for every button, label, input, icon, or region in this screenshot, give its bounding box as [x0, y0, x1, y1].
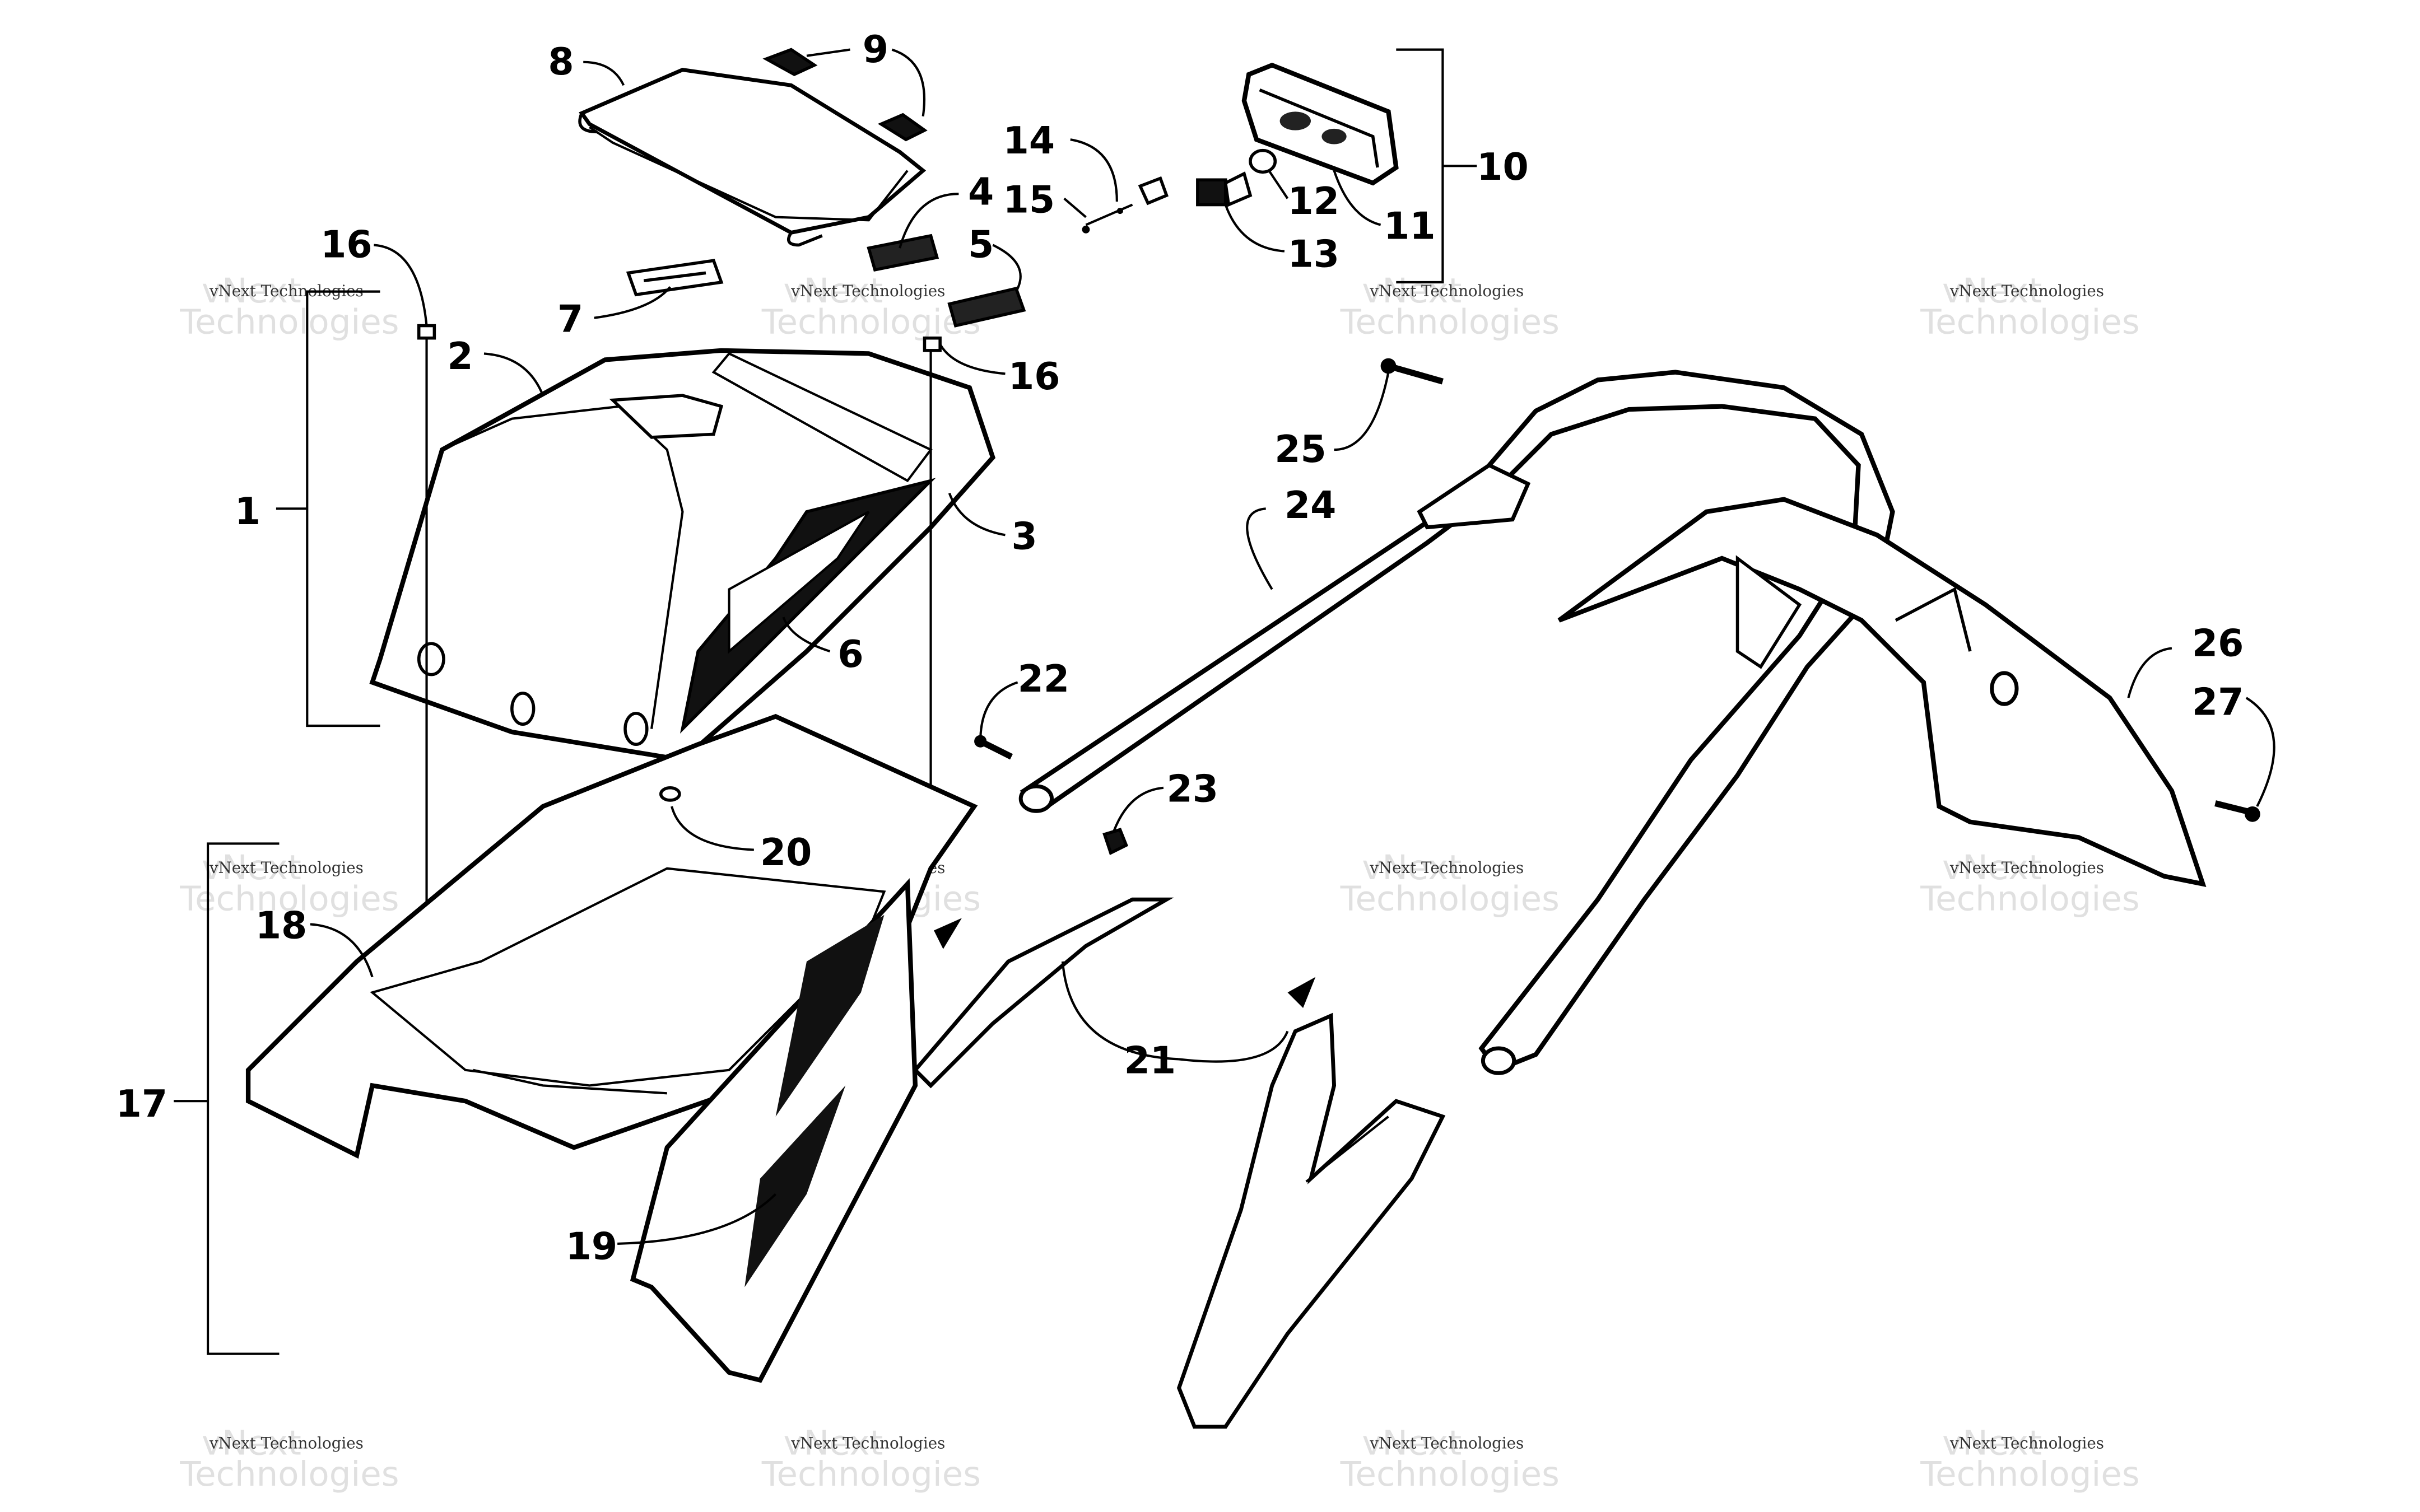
- svg-text:Technologies: Technologies: [179, 302, 399, 342]
- callout-12: 12: [1287, 179, 1339, 223]
- svg-text:vNext Technologies: vNext Technologies: [1369, 858, 1524, 877]
- callout-2: 2: [447, 334, 473, 378]
- watermark-c: vNext Technologies vNext Technologies: [1340, 271, 1560, 342]
- part-9-clips: [762, 48, 928, 142]
- svg-text:vNext: vNext: [783, 271, 883, 311]
- callout-11: 11: [1384, 204, 1435, 248]
- svg-text:vNext: vNext: [202, 848, 301, 888]
- callout-5: 5: [968, 223, 994, 267]
- svg-text:Technologies: Technologies: [1340, 302, 1560, 342]
- part-13-socket: [1196, 171, 1253, 207]
- arrow-1: [934, 918, 962, 949]
- svg-text:vNext Technologies: vNext Technologies: [209, 858, 364, 877]
- callout-16-right: 16: [1008, 354, 1060, 398]
- callout-6: 6: [837, 632, 863, 676]
- part-19-side-panel: [630, 878, 918, 1383]
- callout-10: 10: [1477, 145, 1528, 189]
- watermark-l: vNext Technologies vNext Technologies: [1920, 1424, 2139, 1494]
- part-25-bolt: [1380, 358, 1444, 385]
- callout-27: 27: [2192, 680, 2244, 724]
- callout-4: 4: [968, 170, 994, 214]
- watermark-g: vNext Technologies vNext Technologies: [1340, 848, 1560, 918]
- watermark-e: vNext Technologies vNext Technologies: [179, 848, 399, 918]
- svg-text:vNext Technologies: vNext Technologies: [1949, 1434, 2104, 1452]
- svg-text:Technologies: Technologies: [179, 1454, 399, 1494]
- svg-text:vNext Technologies: vNext Technologies: [209, 1434, 364, 1452]
- part-5-decal: [947, 286, 1026, 328]
- svg-text:Technologies: Technologies: [1340, 1454, 1560, 1494]
- svg-text:vNext Technologies: vNext Technologies: [1369, 1434, 1524, 1452]
- svg-text:vNext: vNext: [1942, 1424, 2042, 1463]
- svg-text:vNext Technologies: vNext Technologies: [790, 282, 945, 300]
- part-12-bulb: [1249, 148, 1277, 174]
- part-22-bolt: [974, 735, 1013, 760]
- svg-text:Technologies: Technologies: [761, 1454, 981, 1494]
- callout-14: 14: [1003, 119, 1055, 162]
- watermark-d: vNext Technologies vNext Technologies: [1920, 271, 2139, 342]
- callout-23: 23: [1166, 767, 1218, 811]
- part-2-seat: [369, 348, 996, 763]
- part-7-decal: [626, 259, 724, 297]
- svg-text:Technologies: Technologies: [761, 302, 981, 342]
- callout-19: 19: [566, 1225, 617, 1268]
- svg-text:vNext Technologies: vNext Technologies: [790, 1434, 945, 1452]
- svg-text:vNext Technologies: vNext Technologies: [1369, 282, 1524, 300]
- svg-text:vNext Technologies: vNext Technologies: [1949, 282, 2104, 300]
- svg-text:vNext: vNext: [1362, 1424, 1462, 1463]
- svg-text:vNext: vNext: [202, 1424, 301, 1463]
- callout-15: 15: [1003, 178, 1055, 221]
- part-27-bolt: [2214, 800, 2260, 822]
- callout-21: 21: [1124, 1038, 1176, 1082]
- watermark-h: vNext Technologies vNext Technologies: [1920, 848, 2139, 918]
- part-23-nut: [1102, 828, 1128, 855]
- callout-20: 20: [760, 830, 812, 874]
- svg-text:vNext: vNext: [1942, 848, 2042, 888]
- callout-1: 1: [235, 489, 260, 533]
- svg-text:vNext Technologies: vNext Technologies: [1949, 858, 2104, 877]
- watermark-j: vNext Technologies vNext Technologies: [761, 1424, 981, 1494]
- watermark-k: vNext Technologies vNext Technologies: [1340, 1424, 1560, 1494]
- svg-text:vNext: vNext: [783, 1424, 883, 1463]
- part-drawings: [245, 48, 2260, 1429]
- watermarks: vNext Technologies vNext Technologies vN…: [179, 271, 2139, 1494]
- svg-text:vNext: vNext: [1942, 271, 2042, 311]
- part-8-tray: [578, 68, 927, 247]
- svg-text:Technologies: Technologies: [1920, 1454, 2139, 1494]
- callout-13: 13: [1287, 232, 1339, 276]
- part-11-taillight: [1241, 62, 1399, 186]
- callout-9: 9: [863, 27, 888, 71]
- svg-text:vNext: vNext: [1362, 271, 1462, 311]
- callout-8: 8: [548, 40, 574, 83]
- part-14-15-fasteners: [1082, 176, 1169, 234]
- callout-3: 3: [1012, 514, 1037, 558]
- svg-text:Technologies: Technologies: [1340, 879, 1560, 919]
- callout-7: 7: [557, 297, 583, 341]
- callout-26: 26: [2192, 621, 2244, 665]
- svg-text:Technologies: Technologies: [1920, 302, 2139, 342]
- watermark-i: vNext Technologies vNext Technologies: [179, 1424, 399, 1494]
- leader-lines: [174, 48, 2275, 1355]
- watermark-b: vNext Technologies vNext Technologies: [761, 271, 981, 342]
- part-24-handle: [1018, 370, 1895, 1075]
- svg-text:Technologies: Technologies: [1920, 879, 2139, 919]
- callout-25: 25: [1274, 427, 1326, 471]
- part-26-bumper: [1557, 497, 2207, 887]
- callout-labels: 1 2 3 4 5 6 7 8 9 10 11 12 13 14 15 16 1…: [116, 27, 2244, 1268]
- svg-text:Technologies: Technologies: [179, 879, 399, 919]
- callout-18: 18: [255, 903, 307, 947]
- svg-text:vNext: vNext: [202, 271, 301, 311]
- svg-text:vNext: vNext: [1362, 848, 1462, 888]
- part-4-decal: [867, 234, 939, 272]
- callout-17: 17: [116, 1082, 167, 1126]
- part-21-trims: [913, 897, 1446, 1429]
- callout-22: 22: [1018, 657, 1069, 701]
- callout-16-left: 16: [320, 223, 372, 267]
- arrow-2: [1287, 977, 1316, 1008]
- callout-24: 24: [1285, 483, 1336, 527]
- watermark-a: vNext Technologies vNext Technologies: [179, 271, 399, 342]
